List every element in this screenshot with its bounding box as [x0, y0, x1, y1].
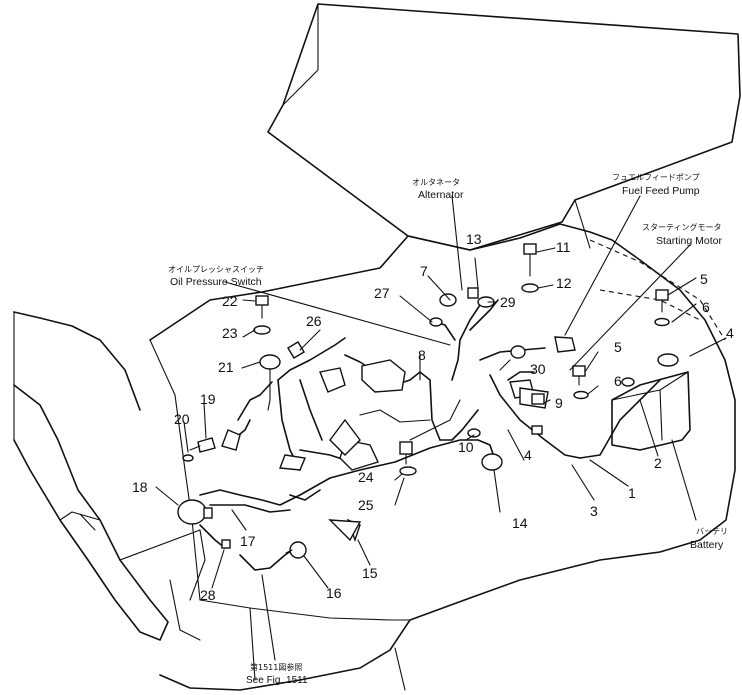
part-number-4: 4 [524, 447, 532, 463]
part-number-29: 29 [500, 294, 516, 310]
svg-text:バッテリ: バッテリ [696, 527, 728, 536]
part-number-30: 30 [530, 361, 546, 377]
callout-alternator: オルタネータ Alternator [412, 178, 464, 201]
part-number-labels: 1 2 3 4 4 5 5 6 6 7 8 9 10 11 12 13 14 1… [132, 231, 734, 603]
engine-body [149, 223, 736, 691]
svg-text:Starting Motor: Starting Motor [656, 235, 722, 247]
part-number-12: 12 [556, 275, 572, 291]
callout-fuel-feed-pump: フュエルフィードポンプ Fuel Feed Pump [612, 173, 700, 197]
part-number-13: 13 [466, 231, 482, 247]
svg-text:Oil Pressure Switch: Oil Pressure Switch [170, 276, 262, 288]
part-number-11: 11 [556, 239, 571, 255]
svg-text:スターティングモータ: スターティングモータ [642, 222, 722, 232]
part-number-17: 17 [240, 533, 256, 549]
part-number-26: 26 [306, 313, 322, 329]
part-number-10: 10 [458, 439, 474, 455]
part-number-5: 5 [614, 339, 622, 355]
svg-text:オイルプレッシャスイッチ: オイルプレッシャスイッチ [168, 265, 264, 274]
svg-text:Battery: Battery [690, 539, 724, 551]
part-number-4: 4 [726, 325, 734, 341]
svg-text:Fuel Feed Pump: Fuel Feed Pump [622, 185, 700, 197]
svg-text:Alternator: Alternator [418, 189, 464, 201]
part-number-3: 3 [590, 503, 598, 519]
part-number-28: 28 [200, 587, 216, 603]
callout-starting-motor: スターティングモータ Starting Motor [642, 222, 722, 247]
callout-see-fig: 第1511図参照 See Fig. 1511 [246, 662, 308, 686]
part-number-23: 23 [222, 325, 238, 341]
svg-text:第1511図参照: 第1511図参照 [250, 662, 302, 672]
svg-text:フュエルフィードポンプ: フュエルフィードポンプ [612, 173, 700, 182]
part-number-27: 27 [374, 285, 390, 301]
battery-box [611, 353, 691, 451]
callout-oil-pressure-switch: オイルプレッシャスイッチ Oil Pressure Switch [168, 265, 264, 288]
part-number-16: 16 [326, 585, 342, 601]
part-number-19: 19 [200, 391, 216, 407]
svg-text:オルタネータ: オルタネータ [412, 178, 460, 187]
fasteners [177, 243, 670, 559]
part-number-2: 2 [654, 455, 662, 471]
wiring-harness [199, 299, 661, 571]
left-frame [13, 311, 206, 641]
part-number-15: 15 [362, 565, 378, 581]
part-number-6: 6 [702, 299, 710, 315]
leader-lines [155, 195, 727, 661]
part-number-25: 25 [358, 497, 374, 513]
part-number-6: 6 [614, 373, 622, 389]
callout-battery: バッテリ Battery [690, 527, 728, 551]
part-number-1: 1 [628, 485, 636, 501]
part-number-8: 8 [418, 347, 426, 363]
part-number-14: 14 [512, 515, 528, 531]
part-number-20: 20 [174, 411, 190, 427]
part-number-24: 24 [358, 469, 374, 485]
part-number-18: 18 [132, 479, 148, 495]
part-number-9: 9 [555, 395, 563, 411]
part-number-7: 7 [420, 263, 428, 279]
part-number-5: 5 [700, 271, 708, 287]
part-number-22: 22 [222, 293, 238, 309]
svg-text:See Fig. 1511: See Fig. 1511 [246, 675, 308, 686]
engine-hood [267, 3, 741, 251]
part-number-21: 21 [218, 359, 234, 375]
